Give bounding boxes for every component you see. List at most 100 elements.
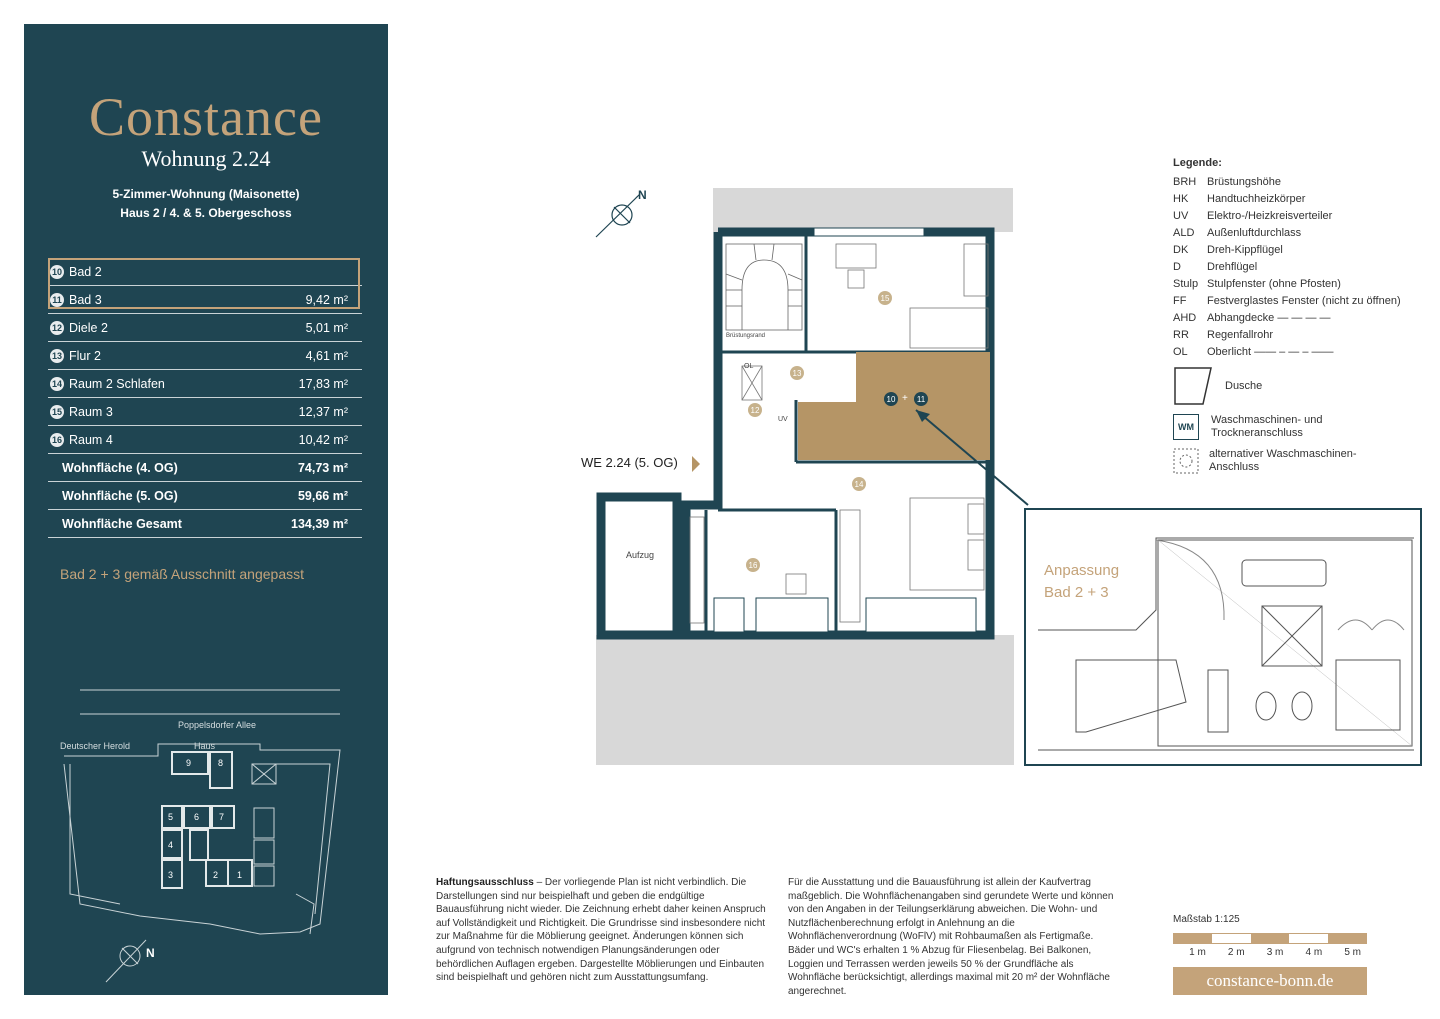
disclaimer-right: Für die Ausstattung und die Bauausführun… [788,877,1114,997]
legend-abbr: BRH [1173,175,1197,188]
legend-row: DK Dreh-Kippflügel [1173,241,1423,258]
legend-abbr: AHD [1173,311,1197,324]
room-badge-13: 13 [790,366,804,380]
bath-detail-drawing [1038,537,1414,751]
legend-abbr: RR [1173,328,1189,341]
legend-text: Elektro-/Heizkreisverteiler [1207,209,1333,222]
legend-title: Legende: [1173,157,1222,169]
neighbor-label: Deutscher Herold [60,741,131,751]
disclaimer-left: Haftungsausschluss – Der vorliegende Pla… [436,876,766,985]
staircase [725,243,803,331]
alt-washing-machine-icon [1173,448,1199,474]
legend-text: Drehflügel [1207,260,1258,273]
uv-label: UV [778,416,788,423]
legend-abbr: DK [1173,243,1189,256]
plan-north-label: N [638,188,647,202]
disclaimer-heading: Haftungsausschluss [436,877,534,888]
shower-tray-shape [1261,605,1323,667]
we-label: WE 2.24 (5. OG) [581,455,678,470]
ol-label: OL [744,363,754,370]
room-number: 13 [50,348,64,363]
house-6-shape [183,805,211,829]
room-row-diele2: 12 Diele 2 5,01 m² [48,314,362,342]
street-label: Poppelsdorfer Allee [178,720,257,730]
badge-plus: + [902,393,908,404]
legend-row: D Drehflügel [1173,258,1423,275]
legend-text: Handtuchheizkörper [1207,192,1306,205]
sidebar-panel: Constance Wohnung 2.24 5-Zimmer-Wohnung … [24,24,388,995]
house-number: 8 [218,758,224,768]
wm-alt-label: alternativer Waschmaschinen-Anschluss [1209,448,1357,473]
bruestungsrand-label: Brüstungsrand [726,333,766,339]
total-name: Wohnfläche (4. OG) [62,460,178,475]
room-number: 11 [50,292,64,307]
room-badge-11: 11 [914,392,928,406]
wm-label: Waschmaschinen- und Trockneranschluss [1211,414,1323,439]
house-connector-shape [189,829,209,861]
legend-row: BRH Brüstungshöhe [1173,173,1423,190]
shower-shape [1335,659,1401,731]
legend-text: Dreh-Kippflügel [1207,243,1283,256]
house-number: 4 [168,840,174,850]
legend-text: Brüstungshöhe [1207,175,1281,188]
bed-shape [909,307,989,349]
scale-tick: 4 m [1305,947,1323,958]
total-area: 134,39 m² [291,516,348,531]
scale-tick: 5 m [1344,947,1361,958]
room-badge-12: 12 [748,403,762,417]
house-3-shape [161,859,183,889]
scale-ticks: 1 m 2 m 3 m 4 m 5 m [1173,947,1367,958]
legend-abbr: D [1173,260,1181,273]
scale-label: Maßstab 1:125 [1173,914,1240,925]
double-bed-shape [909,497,985,591]
legend-text: Stulpfenster (ohne Pfosten) [1207,277,1341,290]
room-area: 17,83 m² [298,376,348,391]
total-area: 59,66 m² [297,488,348,503]
brand-logo: Constance [89,87,323,147]
room-number: 10 [50,264,64,279]
scale-bar: Maßstab 1:125 1 m 2 m 3 m 4 m 5 m [1173,914,1367,958]
legend-abbr: ALD [1173,226,1195,239]
room-badge-14: 14 [852,477,866,491]
disclaimer-text-1: – Der vorliegende Plan ist nicht verbind… [436,877,766,984]
house-number: 1 [237,870,243,880]
room-name: Bad 2 [69,264,102,279]
bath-detail-inset: Anpassung Bad 2 + 3 [1024,508,1422,766]
site-north-label: N [146,946,155,960]
unit-title: Wohnung 2.24 [141,146,271,171]
house-4-shape [161,829,183,859]
inset-title-line1: Anpassung [1044,562,1120,579]
legend-dusche: Dusche [1173,366,1423,406]
house-7-shape [211,805,235,829]
legend: Legende: BRH Brüstungshöhe HK Handtuchheiz… [1173,157,1423,474]
room-area: 12,37 m² [298,404,348,419]
total-name: Wohnfläche (5. OG) [62,488,178,503]
room-row-raum4: 16 Raum 4 10,42 m² [48,426,362,454]
legend-row: HK Handtuchheizkörper [1173,190,1423,207]
legend-abbr: FF [1173,294,1187,307]
legend-text: Festverglastes Fenster (nicht zu öffnen) [1207,294,1401,307]
room-row-bad2: 10 Bad 2 [48,258,362,286]
room-badge-15: 15 [878,291,892,305]
plan-north-arrow [595,193,641,238]
room-badge-16: 16 [746,558,760,572]
legend-abbr: HK [1173,192,1189,205]
website-link[interactable]: constance-bonn.de [1173,967,1367,995]
house-8-shape [209,751,233,789]
house-number: 3 [168,870,174,880]
room-number: 16 [50,432,64,447]
house-1-shape [227,859,253,887]
house-5-shape [161,805,183,829]
dusche-label: Dusche [1225,380,1263,392]
house-number: 2 [213,870,219,880]
aufzug-label: Aufzug [626,550,655,560]
bidet-shape [1291,691,1313,721]
toilet-shape [1255,691,1277,721]
total-row-4og: Wohnfläche (4. OG) 74,73 m² [48,454,362,482]
house-number: 9 [186,758,192,768]
haus-label: Haus [194,741,216,751]
room-area: 5,01 m² [305,320,348,335]
sink-shape [1241,559,1327,587]
